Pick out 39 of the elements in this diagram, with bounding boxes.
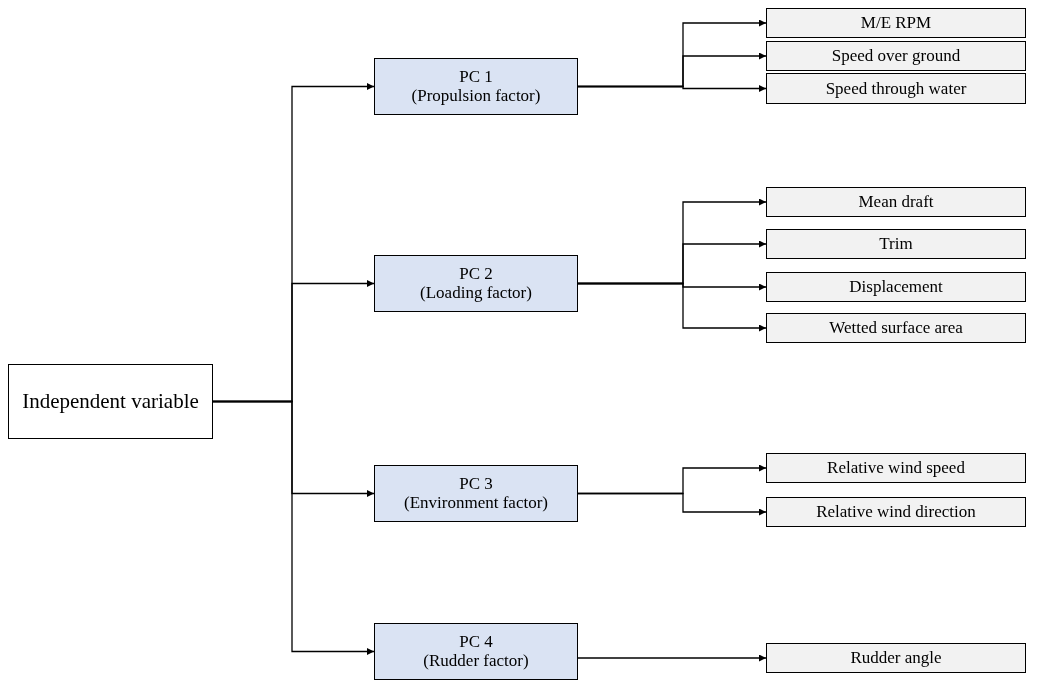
- node-label: Displacement: [849, 277, 943, 297]
- parameter-box: [766, 8, 1026, 38]
- node-label: Speed over ground: [831, 46, 961, 66]
- node-label: Relative wind direction: [816, 502, 976, 522]
- parameter-box: [766, 229, 1026, 259]
- factor-name: (Loading factor): [420, 283, 532, 303]
- node-label: Rudder angle: [850, 648, 942, 668]
- connector-arrow: [212, 400, 375, 655]
- node-label: Mean draft: [858, 192, 934, 212]
- node-label: Wetted surface area: [829, 318, 963, 338]
- factor-name: (Propulsion factor): [411, 86, 541, 106]
- parameter-box: [766, 187, 1026, 217]
- factor-title: PC 2: [459, 264, 493, 284]
- parameter-box: [766, 41, 1026, 71]
- variable-box: [8, 364, 213, 439]
- node-label: Relative wind speed: [827, 458, 965, 478]
- factor-name: (Rudder factor): [423, 651, 529, 671]
- parameter-box: [766, 73, 1026, 104]
- connector-arrow: [577, 492, 767, 516]
- parameter-box: [766, 453, 1026, 483]
- parameter-box: [766, 643, 1026, 673]
- node-label: Speed through water: [825, 78, 967, 99]
- factor-box: [374, 58, 578, 115]
- factor-box: [374, 255, 578, 312]
- factor-name: (Environment factor): [404, 493, 548, 513]
- node-label: Trim: [879, 234, 913, 254]
- factor-title: PC 4: [459, 632, 493, 652]
- parameter-box: [766, 272, 1026, 302]
- factor-box: [374, 623, 578, 680]
- factor-title: PC 1: [459, 67, 493, 87]
- parameter-box: [766, 313, 1026, 343]
- connector-arrow: [577, 282, 767, 332]
- factor-title: PC 3: [459, 474, 493, 494]
- connector-arrow: [577, 85, 767, 92]
- parameter-box: [766, 497, 1026, 527]
- node-label: Independent variable: [22, 389, 199, 414]
- node-label: M/E RPM: [860, 13, 932, 33]
- factor-box: [374, 465, 578, 522]
- connector-arrow: [577, 654, 767, 662]
